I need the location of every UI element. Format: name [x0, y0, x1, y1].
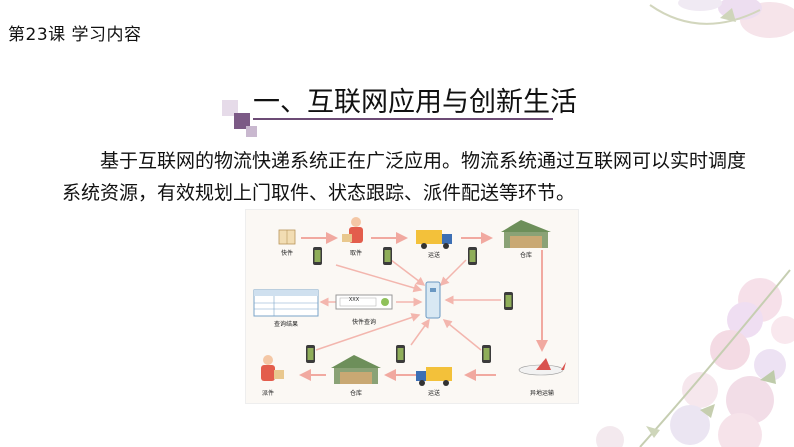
label-query-result: 查询结果	[273, 321, 298, 328]
phone-icon	[313, 247, 322, 265]
warehouse-icon	[501, 220, 551, 248]
label-warehouse-bottom: 仓库	[349, 390, 362, 397]
label-pickup: 取件	[349, 250, 362, 257]
section-heading: 一、互联网应用与创新生活	[253, 87, 577, 118]
phone-icon	[306, 345, 315, 363]
phone-icon	[383, 247, 392, 265]
phone-icon	[504, 292, 513, 310]
label-transport-bottom: 运送	[427, 390, 440, 397]
search-placeholder: XXX	[348, 297, 360, 303]
flower-decoration-bottom-right	[596, 269, 794, 447]
truck-icon-bottom	[416, 367, 452, 386]
courier-icon	[342, 217, 363, 243]
label-warehouse-top: 仓库	[519, 252, 532, 259]
label-package-query: 快件查询	[351, 319, 376, 326]
label-package: 快件	[280, 250, 293, 257]
airplane-icon	[518, 358, 566, 376]
delivery-person-icon	[261, 355, 284, 381]
phone-icon	[482, 345, 491, 363]
server-icon	[425, 281, 441, 319]
lesson-title: 第23课 学习内容	[8, 25, 142, 45]
warehouse-icon-bottom	[331, 355, 381, 384]
phone-icon	[396, 345, 405, 363]
logistics-diagram: 快件 取件 运送 仓库 查询结果 快件查询 XXX 派件 仓库 运送 异地运输	[245, 209, 579, 404]
package-query-box	[335, 294, 393, 310]
logistics-diagram-graphic	[253, 217, 566, 386]
label-delivery: 派件	[261, 390, 274, 397]
heading-underline	[253, 118, 553, 120]
body-paragraph: 基于互联网的物流快递系统正在广泛应用。物流系统通过互联网可以实时调度系统资源，有…	[62, 150, 747, 204]
label-remote-transport: 异地运输	[529, 390, 554, 397]
label-transport-top: 运送	[427, 252, 440, 259]
package-icon	[278, 229, 296, 245]
query-result-table	[253, 289, 319, 317]
truck-icon	[416, 230, 452, 249]
phone-icon	[468, 247, 477, 265]
